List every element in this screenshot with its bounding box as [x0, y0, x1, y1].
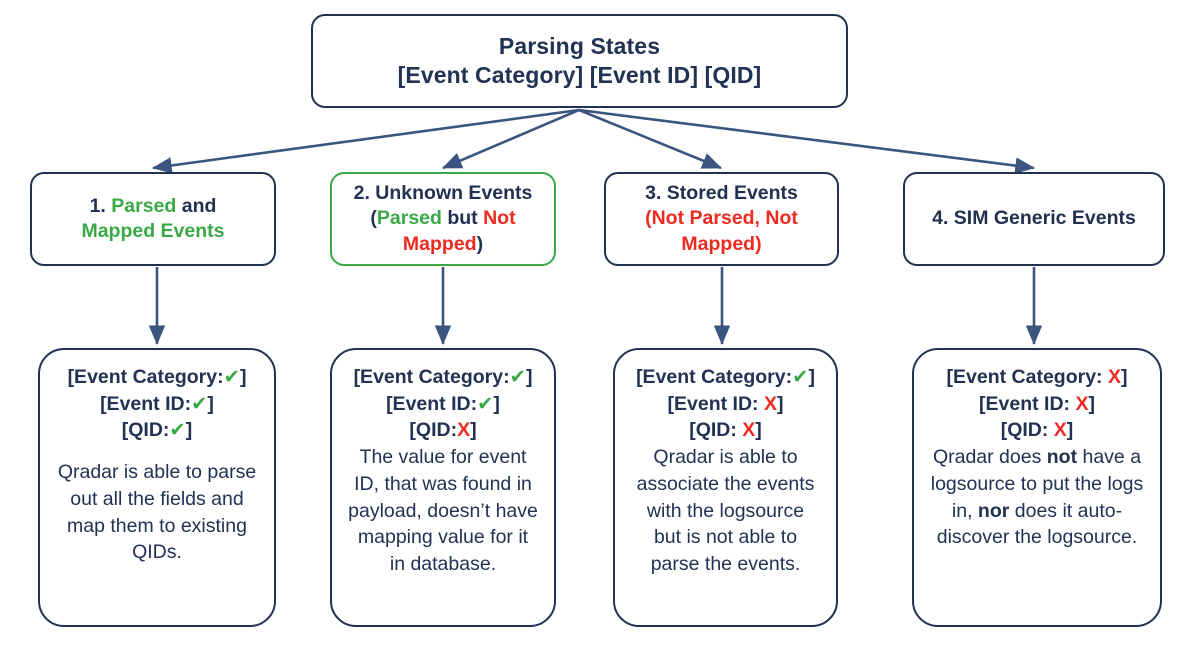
flag-close-bracket: ] — [470, 419, 477, 442]
flag-row: [QID: X] — [636, 417, 815, 444]
connector-root-to-state-4 — [578, 108, 1036, 174]
flag-row: [Event Category:✔] — [354, 364, 533, 391]
cross-icon: X — [1075, 392, 1089, 415]
check-icon: ✔ — [792, 366, 809, 388]
flag-label: [QID: — [1000, 419, 1054, 442]
detail-2-body: The value for event ID, that was found i… — [348, 446, 538, 575]
flag-row: [Event Category:✔] — [68, 364, 247, 391]
label-run: Parsed — [376, 207, 442, 230]
flag-label: [Event ID: — [100, 392, 192, 415]
label-run: SIM Generic Events — [948, 207, 1136, 230]
cross-icon: X — [742, 419, 756, 442]
detail-1-body: Qradar is able to parse out all the fiel… — [57, 461, 257, 564]
flag-label: [Event Category: — [67, 366, 224, 388]
state-3-label: 3. Stored Events (Not Parsed, Not Mapped) — [616, 181, 827, 257]
flag-label: [Event Category: — [946, 366, 1108, 388]
flag-label: [QID: — [689, 419, 743, 442]
state-index: 2. — [353, 181, 370, 204]
detail-node-1: [Event Category:✔][Event ID:✔][QID:✔] Qr… — [38, 348, 276, 627]
flag-close-bracket: ] — [1120, 366, 1128, 388]
cross-icon: X — [457, 419, 471, 442]
flag-close-bracket: ] — [525, 366, 533, 388]
root-subtitle: [Event Category] [Event ID] [QID] — [397, 62, 762, 88]
flag-close-bracket: ] — [185, 419, 193, 442]
flag-close-bracket: ] — [493, 392, 500, 415]
state-2-label: 2. Unknown Events (Parsed but Not Mapped) — [342, 181, 544, 257]
flag-label: [Event ID: — [386, 392, 478, 415]
root-title: Parsing States — [498, 32, 661, 59]
detail-3-flags: [Event Category:✔][Event ID: X][QID: X] — [636, 364, 815, 444]
check-icon: ✔ — [223, 366, 240, 388]
flag-label: [Event Category: — [353, 366, 510, 388]
flag-row: [QID:✔] — [68, 417, 247, 444]
flag-close-bracket: ] — [755, 419, 762, 442]
flag-close-bracket: ] — [1066, 419, 1074, 442]
label-run: ) — [476, 232, 484, 255]
label-run: Stored Events — [661, 181, 798, 204]
state-index: 4. — [932, 207, 949, 230]
flag-close-bracket: ] — [776, 392, 784, 415]
state-4-label: 4. SIM Generic Events — [932, 206, 1136, 231]
flag-row: [Event ID: X] — [636, 391, 815, 418]
label-run: Mapped Events — [81, 220, 225, 242]
flag-row: [QID: X] — [947, 417, 1128, 444]
state-index: 3. — [645, 181, 662, 204]
detail-1-flags: [Event Category:✔][Event ID:✔][QID:✔] — [68, 364, 247, 444]
detail-node-3: [Event Category:✔][Event ID: X][QID: X] … — [613, 348, 838, 627]
flag-close-bracket: ] — [808, 366, 815, 388]
flag-row: [QID:X] — [354, 417, 533, 444]
cross-icon: X — [763, 392, 777, 415]
detail-4-flags: [Event Category: X][Event ID: X][QID: X] — [947, 364, 1128, 444]
flag-row: [Event ID:✔] — [68, 391, 247, 418]
flag-row: [Event Category: X] — [947, 364, 1128, 391]
flag-label: [QID: — [121, 419, 170, 442]
check-icon: ✔ — [191, 392, 208, 415]
check-icon: ✔ — [509, 366, 526, 388]
flag-label: [Event Category: — [636, 366, 793, 388]
connector-root-to-state-2 — [442, 108, 580, 170]
check-icon: ✔ — [169, 419, 186, 442]
label-run: and — [176, 194, 217, 217]
label-run: (Not Parsed, Not Mapped) — [645, 207, 798, 255]
detail-node-2: [Event Category:✔][Event ID:✔][QID:X] Th… — [330, 348, 556, 627]
flag-row: [Event Category:✔] — [636, 364, 815, 391]
flag-label: [QID: — [409, 419, 458, 442]
root-node-parsing-states: Parsing States [Event Category] [Event I… — [311, 14, 848, 108]
label-run: Not Mapped — [402, 207, 516, 255]
flag-label: [Event ID: — [667, 392, 764, 415]
connector-root-to-state-1 — [151, 108, 580, 174]
state-node-3-stored-events[interactable]: 3. Stored Events (Not Parsed, Not Mapped) — [604, 172, 839, 266]
cross-icon: X — [1107, 366, 1121, 388]
label-run: Unknown Events — [369, 181, 533, 204]
flag-close-bracket: ] — [1088, 392, 1095, 415]
state-node-2-unknown-events[interactable]: 2. Unknown Events (Parsed but Not Mapped) — [330, 172, 556, 266]
check-icon: ✔ — [477, 392, 494, 415]
flag-label: [Event ID: — [979, 392, 1076, 415]
label-run: ( — [370, 207, 377, 230]
label-run: Parsed — [105, 194, 177, 217]
cross-icon: X — [1053, 419, 1067, 442]
detail-2-flags: [Event Category:✔][Event ID:✔][QID:X] — [354, 364, 533, 444]
flag-row: [Event ID: X] — [947, 391, 1128, 418]
detail-3-body: Qradar is able to associate the events w… — [636, 446, 815, 575]
flag-close-bracket: ] — [239, 366, 247, 388]
detail-4-body: Qradar does not have a logsource to put … — [930, 446, 1144, 549]
label-run: but — [441, 207, 484, 230]
flag-row: [Event ID:✔] — [354, 391, 533, 418]
flag-close-bracket: ] — [207, 392, 214, 415]
state-node-4-sim-generic-events[interactable]: 4. SIM Generic Events — [903, 172, 1165, 266]
detail-node-4: [Event Category: X][Event ID: X][QID: X]… — [912, 348, 1162, 627]
state-index: 1. — [89, 194, 106, 217]
connector-root-to-state-3 — [578, 108, 722, 170]
